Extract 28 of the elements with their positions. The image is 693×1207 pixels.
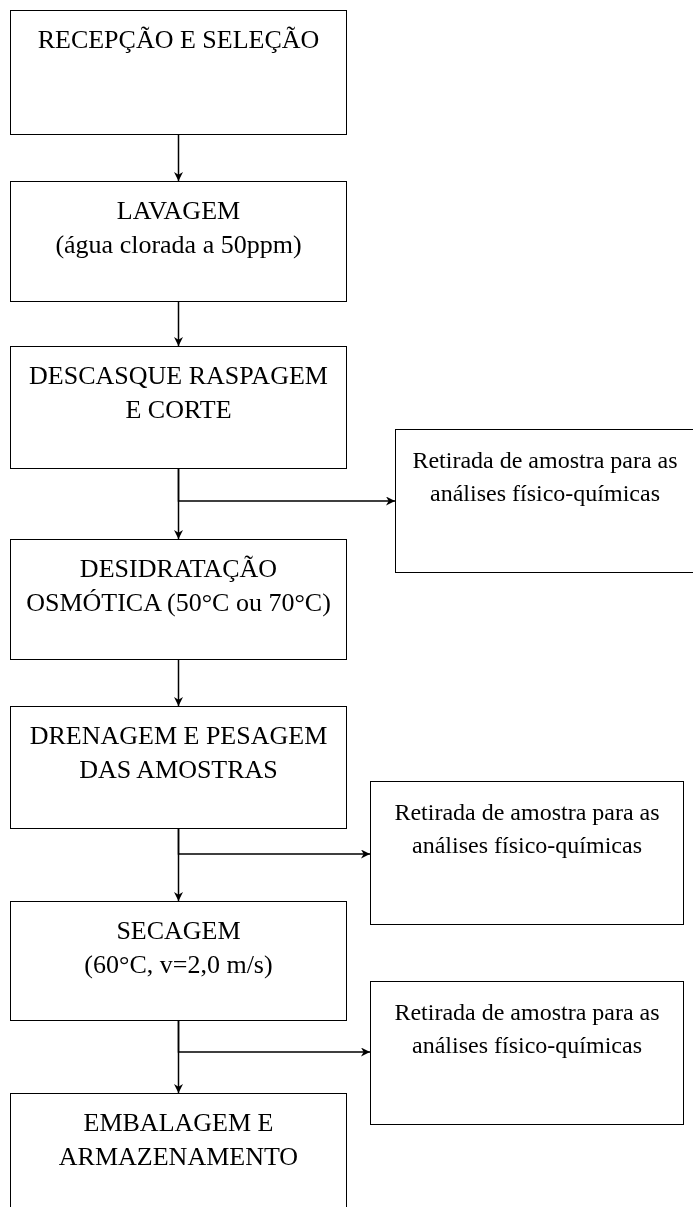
box-text: DESCASQUE RASPAGEM E CORTE [28,360,329,426]
process-box [10,1093,347,1207]
sample-box [370,981,684,1125]
sample-box [370,781,684,925]
process-box [10,706,347,829]
box-text: Retirada de amostra para as análises físico-químicas [393,998,661,1060]
process-box [10,539,347,660]
arrow [174,828,183,902]
box-text: SECAGEM [116,915,241,947]
box-text: (água clorada a 50ppm) [55,229,302,261]
sample-box [395,429,693,573]
process-box [10,10,347,135]
box-text: Retirada de amostra para as análises físico-químicas [411,446,679,508]
box-text: RECEPÇÃO E SELEÇÃO [37,24,320,56]
arrow [174,134,183,182]
box-text: (60°C, v=2,0 m/s) [84,949,273,981]
arrow [174,659,183,707]
arrow [174,1020,183,1094]
box-text: DESIDRATAÇÃO OSMÓTICA (50°C ou 70°C) [25,553,332,619]
box-text: EMBALAGEM E ARMAZENAMENTO [57,1107,300,1173]
box-text: Retirada de amostra para as análises físico-químicas [393,798,661,860]
arrow [174,468,183,540]
arrow [174,301,183,347]
box-text: DRENAGEM E PESAGEM DAS AMOSTRAS [28,720,329,786]
box-text: LAVAGEM [116,195,241,227]
process-box [10,181,347,302]
process-box [10,346,347,469]
process-box [10,901,347,1021]
